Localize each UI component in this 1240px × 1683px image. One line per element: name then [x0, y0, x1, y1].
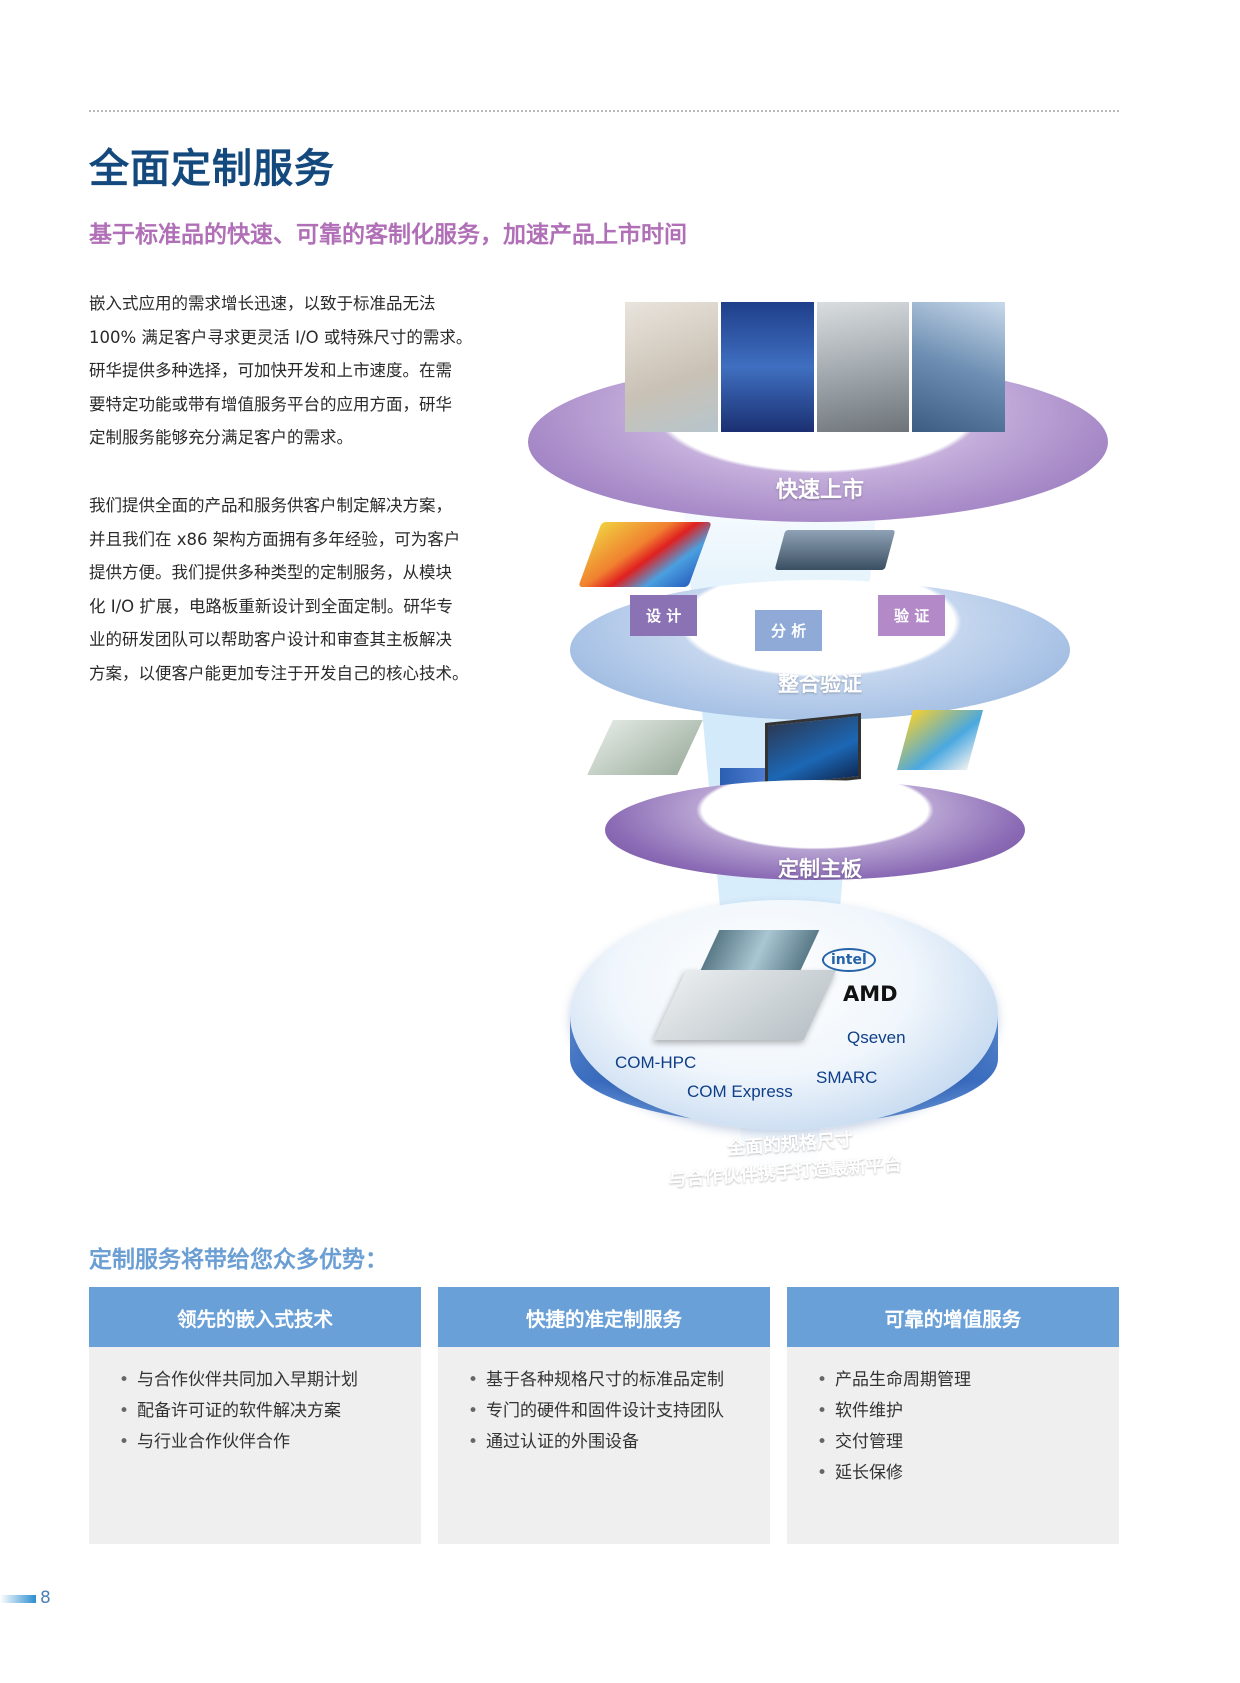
heatsink-module-image: [700, 930, 820, 970]
page-title: 全面定制服务: [89, 146, 335, 192]
software-blocks-image: [896, 710, 984, 770]
card-list: 与合作伙伴共同加入早期计划 配备许可证的软件解决方案 与行业合作伙伴合作: [89, 1365, 421, 1458]
tag-design: 设 计: [630, 595, 698, 636]
benefit-card-quick-custom: 快捷的准定制服务 基于各种规格尺寸的标准品定制 专门的硬件和固件设计支持团队 通…: [438, 1287, 770, 1544]
card-heading: 领先的嵌入式技术: [89, 1287, 421, 1347]
list-item: 延长保修: [817, 1458, 1119, 1489]
intro-line: 业的研发团队可以帮助客户设计和审查其主板解决: [89, 630, 452, 649]
list-item: 产品生命周期管理: [817, 1365, 1119, 1396]
intro-line: 定制服务能够充分满足客户的需求。: [89, 428, 353, 447]
factory-robot-photo: [816, 302, 910, 432]
list-item: 软件维护: [817, 1396, 1119, 1427]
benefit-card-embedded-tech: 领先的嵌入式技术 与合作伙伴共同加入早期计划 配备许可证的软件解决方案 与行业合…: [89, 1287, 421, 1544]
ring-label-custom-board: 定制主板: [778, 857, 862, 881]
intro-line: 100% 满足客户寻求更灵活 I/O 或特殊尺寸的需求。: [89, 327, 473, 347]
standard-com-hpc: COM-HPC: [615, 1053, 697, 1072]
page-number: 8: [40, 1588, 51, 1608]
standard-com-express: COM Express: [687, 1082, 793, 1101]
intro-line: 化 I/O 扩展，电路板重新设计到全面定制。研华专: [89, 596, 453, 616]
board-module-image: [774, 530, 896, 570]
application-photos: [625, 302, 1005, 432]
list-item: 交付管理: [817, 1427, 1119, 1458]
list-item: 通过认证的外围设备: [468, 1427, 770, 1458]
intro-line: 提供方便。我们提供多种类型的定制服务，从模块: [89, 563, 452, 582]
ring-label-fast-market: 快速上市: [775, 478, 864, 503]
ring-custom-board: [605, 780, 1025, 880]
page-subtitle: 基于标准品的快速、可靠的客制化服务，加速产品上市时间: [89, 222, 687, 248]
intro-line: 我们提供全面的产品和服务供客户制定解决方案，: [89, 496, 452, 515]
intro-line: 嵌入式应用的需求增长迅速，以致于标准品无法: [89, 294, 436, 313]
tag-analysis: 分 析: [755, 610, 823, 651]
ring-label-integration: 整合验证: [778, 672, 862, 696]
top-dotted-rule: [89, 110, 1119, 112]
service-funnel-diagram: 快速上市 设 计 分 析 验 证 整合验证 定制主板 intel AMD COM…: [520, 290, 1120, 1220]
tag-verify: 验 证: [878, 595, 946, 636]
datacenter-photo: [720, 302, 814, 432]
fighter-jet-photo: [912, 302, 1005, 432]
display-monitor-image: [765, 712, 861, 790]
intro-line: 研华提供多种选择，可加快开发和上市速度。在需: [89, 361, 452, 380]
card-list: 基于各种规格尺寸的标准品定制 专门的硬件和固件设计支持团队 通过认证的外围设备: [438, 1365, 770, 1458]
intro-line: 并且我们在 x86 架构方面拥有多年经验，可为客户: [89, 529, 461, 549]
standard-qseven: Qseven: [847, 1028, 906, 1047]
list-item: 与行业合作伙伴合作: [119, 1427, 421, 1458]
intel-logo: intel: [822, 948, 876, 972]
benefit-card-value-added: 可靠的增值服务 产品生命周期管理 软件维护 交付管理 延长保修: [787, 1287, 1119, 1544]
medical-photo: [625, 302, 718, 432]
card-heading: 可靠的增值服务: [787, 1287, 1119, 1347]
intro-line: 要特定功能或带有增值服务平台的应用方面，研华: [89, 394, 452, 414]
intro-line: 方案，以便客户能更加专注于开发自己的核心技术。: [89, 663, 469, 683]
page-number-bar: [0, 1595, 36, 1603]
card-heading: 快捷的准定制服务: [438, 1287, 770, 1347]
carrier-board-image: [587, 720, 703, 775]
list-item: 配备许可证的软件解决方案: [119, 1396, 421, 1427]
intro-paragraph-1: 嵌入式应用的需求增长迅速，以致于标准品无法 100% 满足客户寻求更灵活 I/O…: [89, 287, 509, 455]
standard-smarc: SMARC: [816, 1068, 878, 1087]
intro-paragraph-2: 我们提供全面的产品和服务供客户制定解决方案， 并且我们在 x86 架构方面拥有多…: [89, 489, 509, 690]
list-item: 专门的硬件和固件设计支持团队: [468, 1396, 770, 1427]
list-item: 基于各种规格尺寸的标准品定制: [468, 1365, 770, 1396]
card-list: 产品生命周期管理 软件维护 交付管理 延长保修: [787, 1365, 1119, 1489]
benefits-title: 定制服务将带给您众多优势：: [89, 1247, 388, 1273]
list-item: 与合作伙伴共同加入早期计划: [119, 1365, 421, 1396]
amd-logo: AMD: [843, 982, 898, 1006]
